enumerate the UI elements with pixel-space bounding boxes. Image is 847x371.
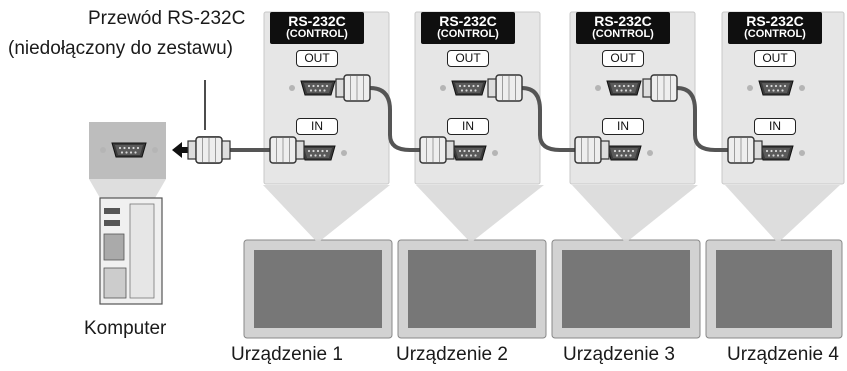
db9-plug-icon	[269, 136, 305, 164]
db9-port-icon	[595, 80, 653, 96]
port-header-2: RS-232C (CONTROL)	[421, 12, 515, 44]
monitor-icon	[551, 239, 701, 339]
port-header-title: RS-232C	[594, 13, 652, 29]
cable-device2-to-device3	[520, 86, 579, 152]
db9-plug-icon	[195, 136, 231, 164]
in-label-4: IN	[754, 118, 796, 135]
monitor-icon	[243, 239, 393, 339]
db9-plug-icon	[419, 136, 455, 164]
port-header-subtitle: (CONTROL)	[592, 28, 654, 40]
port-header-title: RS-232C	[288, 13, 346, 29]
device-label-3: Urządzenie 3	[563, 344, 675, 365]
db9-port-icon	[747, 80, 805, 96]
device-label-4: Urządzenie 4	[727, 344, 839, 365]
port-header-title: RS-232C	[439, 13, 497, 29]
db9-plug-icon	[335, 74, 371, 102]
tower-pc-icon	[89, 122, 166, 305]
db9-plug-icon	[642, 74, 678, 102]
in-label-3: IN	[602, 118, 644, 135]
port-header-3: RS-232C (CONTROL)	[576, 12, 670, 44]
port-header-title: RS-232C	[746, 13, 804, 29]
out-label-4: OUT	[754, 50, 796, 67]
cable-device3-to-device4	[675, 86, 732, 152]
db9-port-icon	[440, 80, 498, 96]
port-header-subtitle: (CONTROL)	[286, 28, 348, 40]
projection-cone	[572, 185, 698, 241]
db9-port-icon	[440, 145, 498, 161]
db9-plug-icon	[727, 136, 763, 164]
port-header-subtitle: (CONTROL)	[437, 28, 499, 40]
device-label-2: Urządzenie 2	[396, 344, 508, 365]
db9-port-icon	[289, 80, 347, 96]
db9-plug-icon	[574, 136, 610, 164]
arrow-left-icon	[172, 142, 194, 158]
cable-label-line1: Przewód RS-232C	[88, 8, 246, 29]
in-label-2: IN	[447, 118, 489, 135]
cable-label-line2: (niedołączony do zestawu)	[8, 38, 233, 59]
projection-cone	[416, 185, 544, 241]
monitor-icon	[397, 239, 547, 339]
db9-plug-icon	[487, 74, 523, 102]
port-header-subtitle: (CONTROL)	[744, 28, 806, 40]
db9-port-icon	[100, 142, 158, 158]
in-label-1: IN	[296, 118, 338, 135]
device-label-1: Urządzenie 1	[231, 344, 343, 365]
port-header-1: RS-232C (CONTROL)	[270, 12, 364, 44]
cable-device1-to-device2	[368, 86, 424, 152]
computer-label: Komputer	[84, 318, 167, 339]
out-label-1: OUT	[296, 50, 338, 67]
out-label-2: OUT	[447, 50, 489, 67]
projection-cone	[725, 185, 840, 241]
out-label-3: OUT	[602, 50, 644, 67]
port-header-4: RS-232C (CONTROL)	[728, 12, 822, 44]
projection-cone	[263, 185, 390, 241]
db9-port-icon	[747, 145, 805, 161]
monitor-icon	[705, 239, 843, 339]
